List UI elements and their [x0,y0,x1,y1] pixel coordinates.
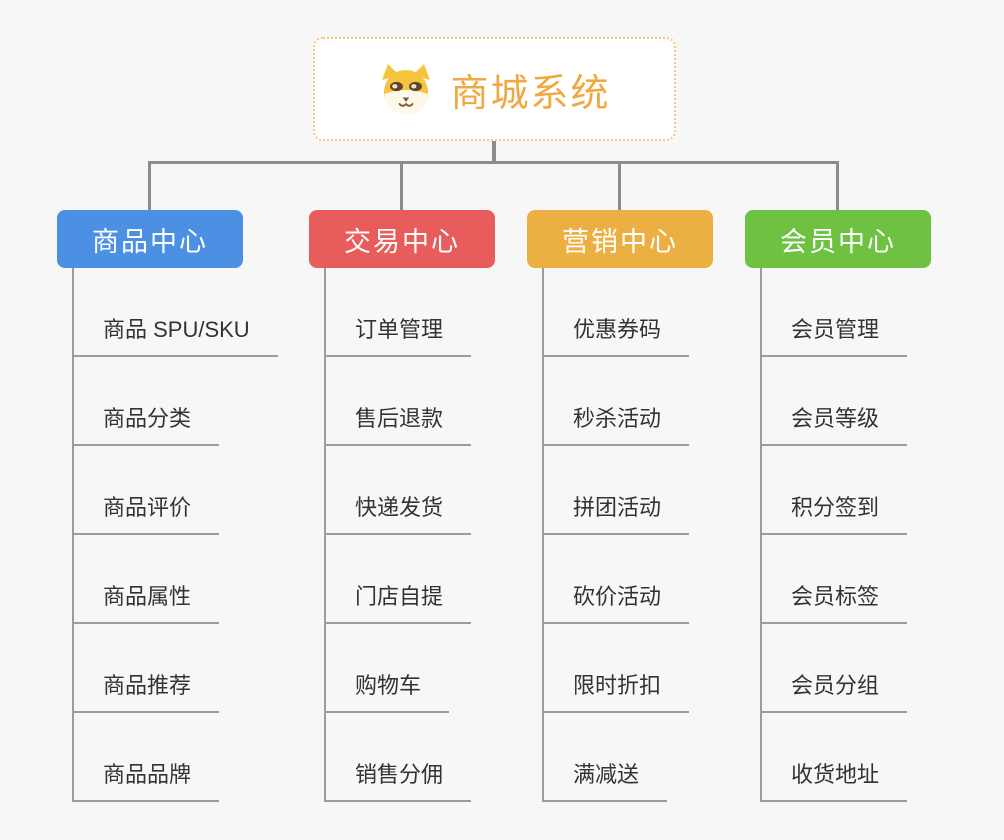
leaf-node-shipping-address[interactable]: 收货地址 [761,760,908,802]
leaf-node-order-management[interactable]: 订单管理 [325,315,472,357]
column-connector-line [760,268,762,802]
leaf-node-member-tag[interactable]: 会员标签 [761,582,908,624]
branch-node-label: 会员中心 [780,226,896,257]
leaf-node-shopping-cart[interactable]: 购物车 [325,671,450,713]
root-node-label: 商城系统 [450,72,611,115]
leaf-node-group-buy[interactable]: 拼团活动 [543,493,690,535]
leaf-node-member-level[interactable]: 会员等级 [761,404,908,446]
branch-node-label: 交易中心 [344,226,460,257]
branch-node-label: 营销中心 [562,226,678,257]
leaf-node-flash-sale[interactable]: 秒杀活动 [543,404,690,446]
root-connector-stub [492,140,496,163]
leaf-node-full-reduction[interactable]: 满减送 [543,760,668,802]
column-connector-line [542,268,544,802]
leaf-node-member-management[interactable]: 会员管理 [761,315,908,357]
branch-drop-line [148,161,151,211]
root-node[interactable]: 商城系统 [313,37,676,141]
branch-node-member-center[interactable]: 会员中心 [745,210,931,268]
leaf-node-product-spu-sku[interactable]: 商品 SPU/SKU [73,315,278,357]
branch-node-trade-center[interactable]: 交易中心 [309,210,495,268]
leaf-node-store-pickup[interactable]: 门店自提 [325,582,472,624]
leaf-node-product-category[interactable]: 商品分类 [73,404,220,446]
branch-distribution-line [148,161,839,164]
leaf-node-product-recommend[interactable]: 商品推荐 [73,671,220,713]
leaf-node-express-delivery[interactable]: 快递发货 [325,493,472,535]
leaf-node-product-attribute[interactable]: 商品属性 [73,582,220,624]
branch-node-label: 商品中心 [92,226,208,257]
column-connector-line [72,268,74,802]
branch-drop-line [400,161,403,211]
branch-drop-line [618,161,621,211]
column-connector-line [324,268,326,802]
branch-node-product-center[interactable]: 商品中心 [57,210,243,268]
branch-node-marketing-center[interactable]: 营销中心 [527,210,713,268]
leaf-node-product-brand[interactable]: 商品品牌 [73,760,220,802]
leaf-node-coupon-code[interactable]: 优惠券码 [543,315,690,357]
shiba-dog-icon [378,63,434,115]
leaf-node-product-review[interactable]: 商品评价 [73,493,220,535]
leaf-node-limited-time-discount[interactable]: 限时折扣 [543,671,690,713]
leaf-node-bargain-activity[interactable]: 砍价活动 [543,582,690,624]
branch-drop-line [836,161,839,211]
leaf-node-sales-commission[interactable]: 销售分佣 [325,760,472,802]
leaf-node-aftersale-refund[interactable]: 售后退款 [325,404,472,446]
leaf-node-points-checkin[interactable]: 积分签到 [761,493,908,535]
leaf-node-member-group[interactable]: 会员分组 [761,671,908,713]
